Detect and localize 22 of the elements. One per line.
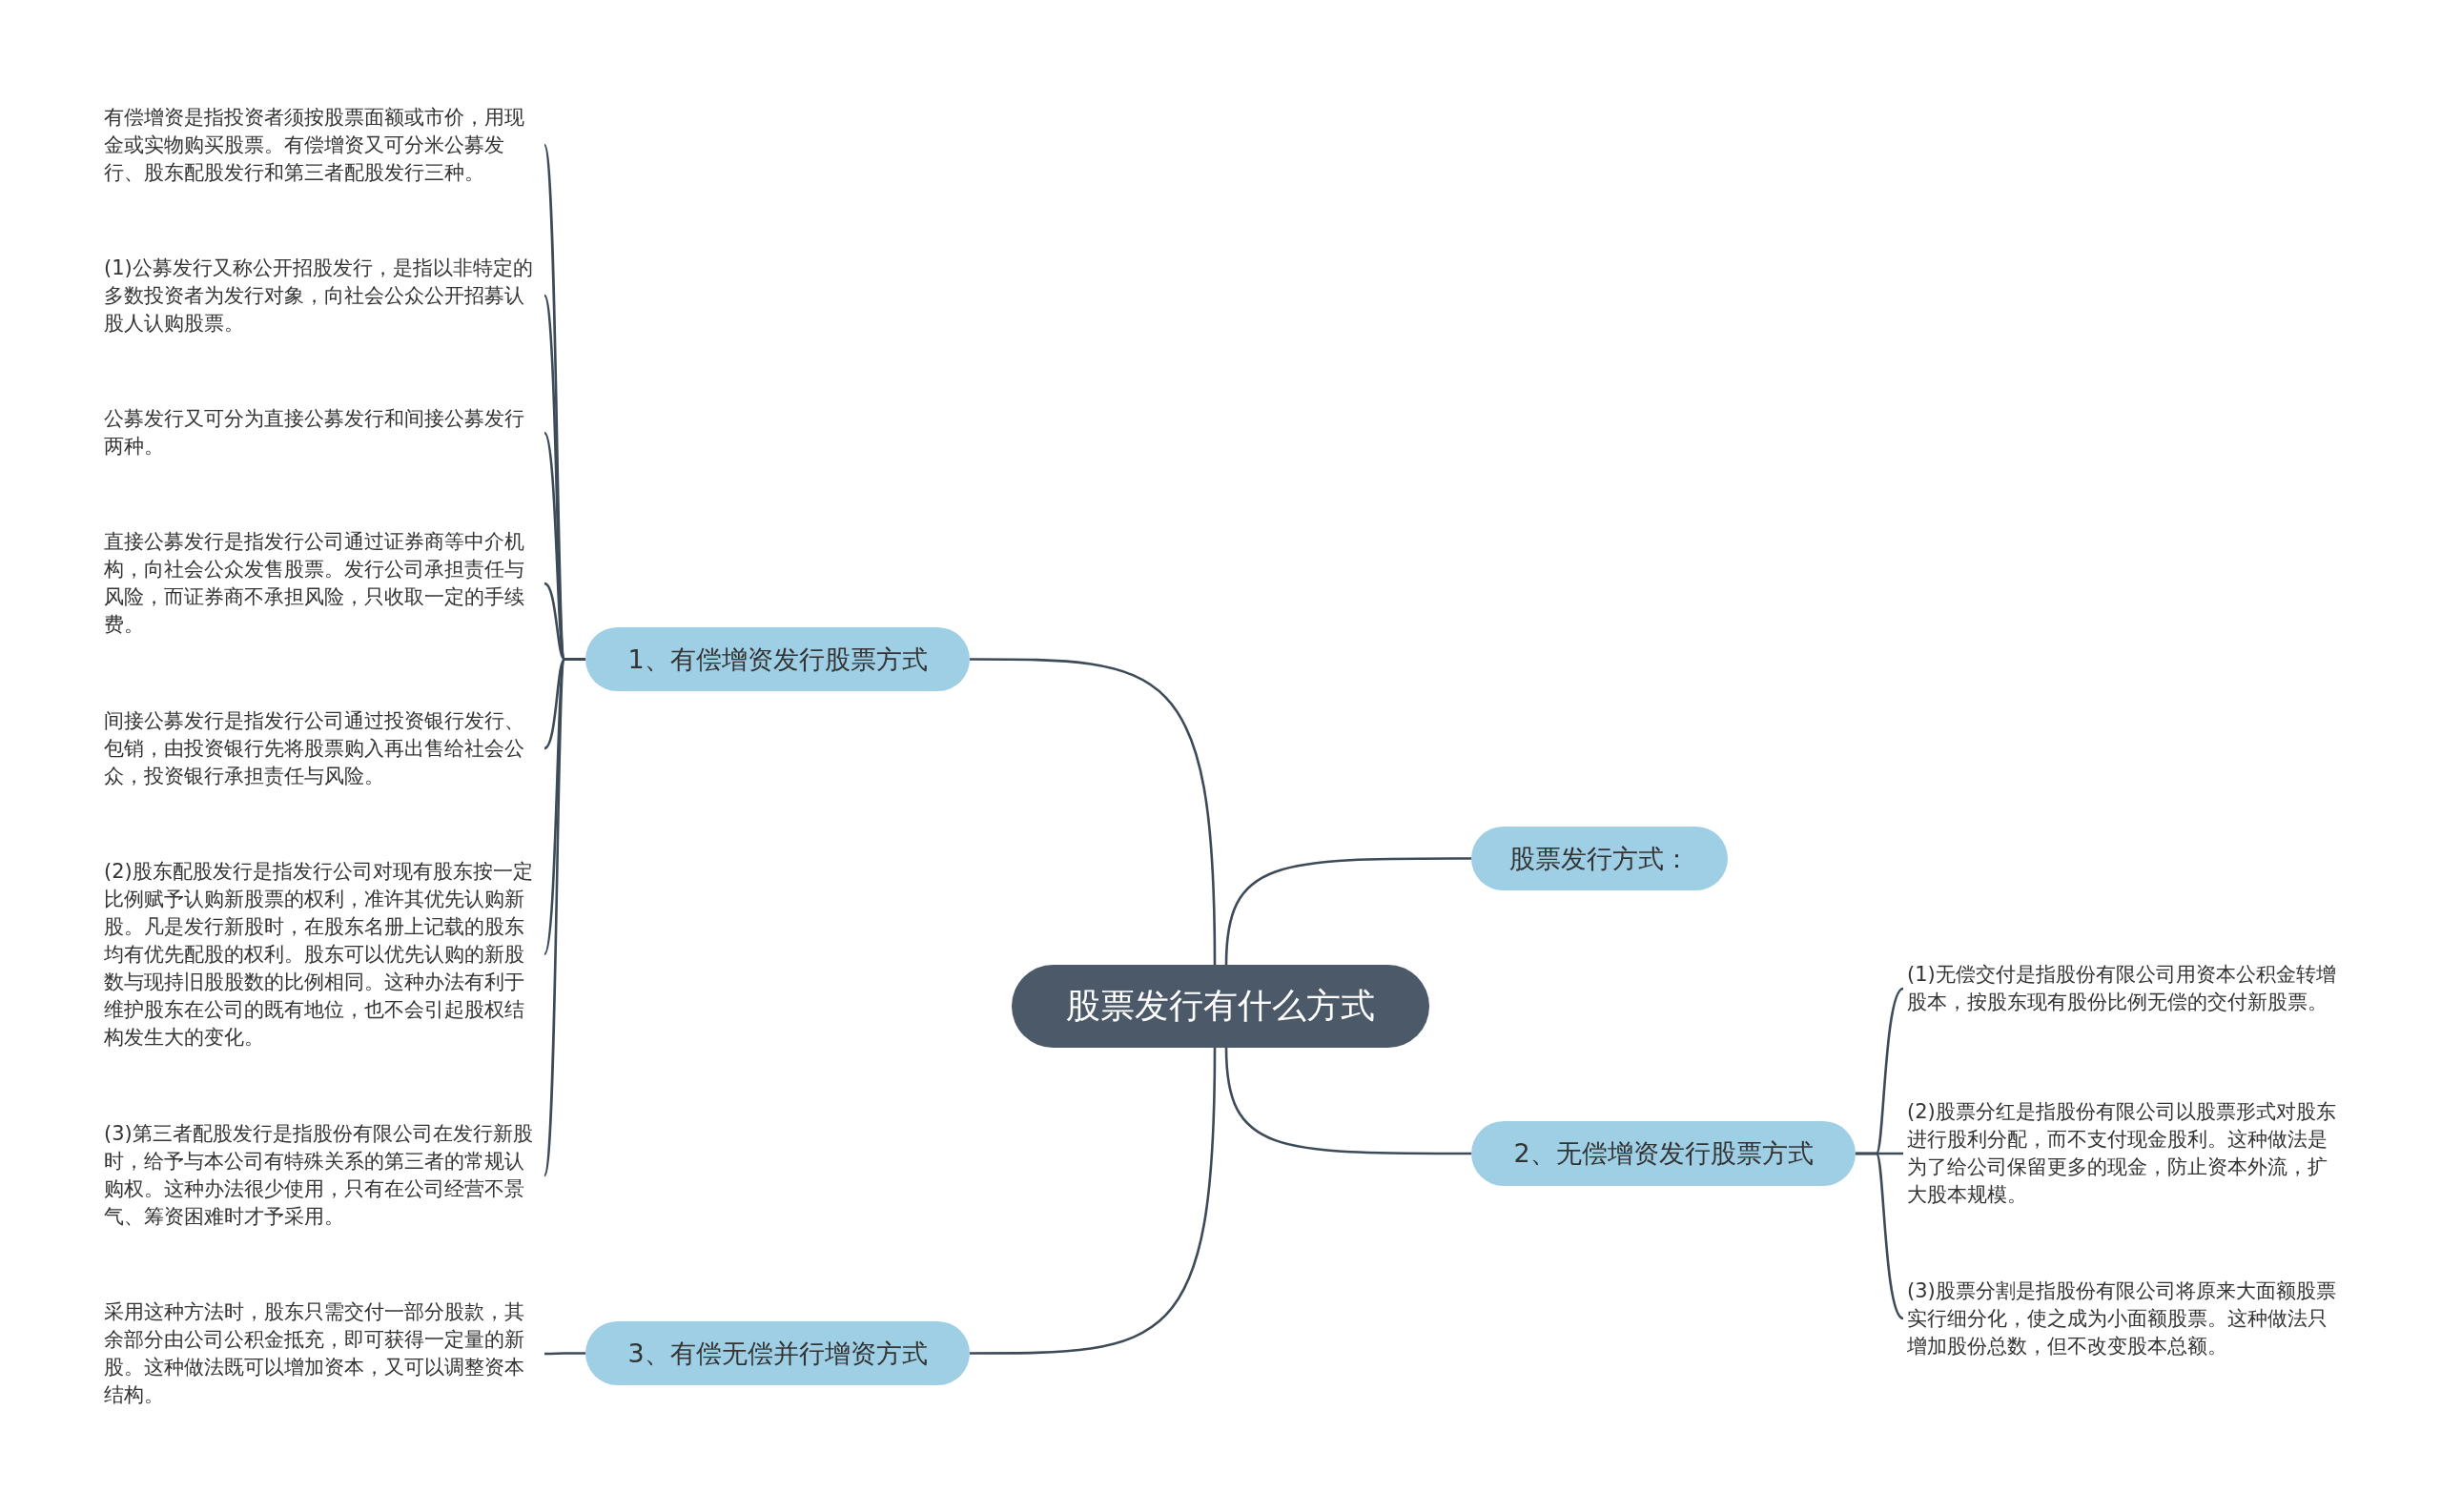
central-topic: 股票发行有什么方式 — [1012, 965, 1429, 1048]
note-text: (2)股票分红是指股份有限公司以股票形式对股东进行股利分配，而不支付现金股利。这种做法是为了给公司保留更多的现金，防止资本外流，扩大股本规模。 — [1907, 1098, 2346, 1209]
note-text: 有偿增资是指投资者须按股票面额或市价，用现金或实物购买股票。有偿增资又可分米公募发行、股东配股发行和第三者配股发行三种。 — [104, 103, 541, 187]
note-text: (2)股东配股发行是指发行公司对现有股东按一定比例赋予认购新股票的权利，准许其优先认购新股。凡是发行新股时，在股东名册上记载的股东均有优先配股的权利。股东可以优先认购的新股数与现持旧股股数的比例相同。这种办法有利于维护股东在公司的既有地位，也不会引起股权结构发生大的变化。 — [104, 857, 541, 1052]
connector-line — [544, 1352, 585, 1356]
note-text: 公募发行又可分为直接公募发行和间接公募发行两种。 — [104, 405, 541, 460]
topic-box: 2、无偿增资发行股票方式 — [1471, 1121, 1856, 1186]
topic-box: 1、有偿增资发行股票方式 — [585, 627, 970, 691]
connector-line — [1856, 1152, 1904, 1320]
topic-box: 股票发行方式： — [1471, 827, 1728, 890]
connector-line — [970, 1048, 1217, 1355]
topic-box: 3、有偿无偿并行增资方式 — [585, 1321, 970, 1385]
connector-line — [1224, 1047, 1471, 1155]
note-text: 间接公募发行是指发行公司通过投资银行发行、包销，由投资银行先将股票购入再出售给社会公众，投资银行承担责任与风险。 — [104, 706, 541, 790]
note-text: (3)第三者配股发行是指股份有限公司在发行新股时，给予与本公司有特殊关系的第三者的常规认购权。这种办法很少使用，只有在公司经营不景气、筹资困难时才予采用。 — [104, 1120, 541, 1231]
note-text: 直接公募发行是指发行公司通过证券商等中介机构，向社会公众发售股票。发行公司承担责任与风险，而证券商不承担风险，只收取一定的手续费。 — [104, 528, 541, 639]
note-text: (1)无偿交付是指股份有限公司用资本公积金转增股本，按股东现有股份比例无偿的交付新股票。 — [1907, 961, 2346, 1016]
note-text: (3)股票分割是指股份有限公司将原来大面额股票实行细分化，使之成为小面额股票。这种做法只增加股份总数，但不改变股本总额。 — [1907, 1277, 2346, 1360]
note-text: (1)公募发行又称公开招股发行，是指以非特定的多数投资者为发行对象，向社会公众公开招募认股人认购股票。 — [104, 254, 541, 337]
connector-line — [970, 658, 1217, 965]
note-text: 采用这种方法时，股东只需交付一部分股款，其余部分由公司公积金抵充，即可获得一定量的新股。这种做法既可以增加资本，又可以调整资本结构。 — [104, 1298, 541, 1409]
connector-line — [1224, 857, 1471, 966]
